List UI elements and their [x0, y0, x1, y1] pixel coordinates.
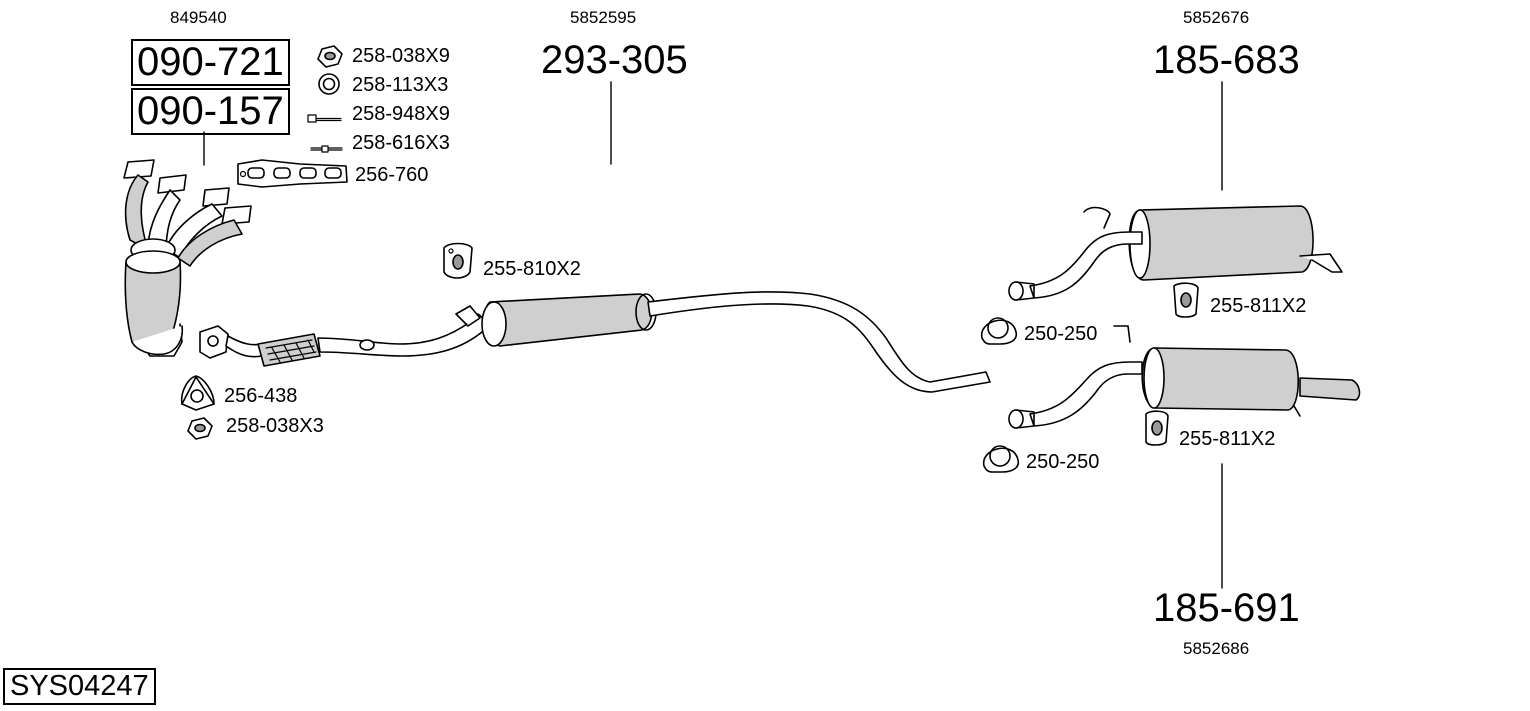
- bolt-icon: [307, 114, 342, 123]
- front-part-number-1[interactable]: 090-721: [131, 39, 290, 86]
- exhaust-manifold: [123, 159, 252, 267]
- rear-upper-hanger-label[interactable]: 255-811X2: [1210, 295, 1307, 317]
- fastener-label-gasket[interactable]: 256-760: [355, 164, 429, 186]
- rear-upper-oem-ref: 5852676: [1183, 8, 1250, 27]
- rear-upper-clamp-label[interactable]: 250-250: [1024, 323, 1098, 345]
- fastener-label-bolt[interactable]: 258-948X9: [352, 103, 450, 125]
- front-part-number-2[interactable]: 090-157: [131, 88, 290, 135]
- flange-gasket-icon: [180, 375, 215, 411]
- middle-part-number[interactable]: 293-305: [541, 38, 688, 82]
- system-code: SYS04247: [3, 668, 156, 705]
- front-pipe: [199, 313, 491, 367]
- front-oem-ref: 849540: [170, 8, 227, 27]
- front-nut-label[interactable]: 258-038X3: [226, 415, 324, 437]
- hex-nut-icon: [317, 45, 343, 68]
- middle-hanger: [443, 242, 473, 279]
- fastener-label-stud[interactable]: 258-616X3: [352, 132, 450, 154]
- fastener-label-washer[interactable]: 258-113X3: [352, 74, 449, 96]
- rear-lower-clamp: [983, 445, 1020, 473]
- rear-upper-hanger: [1173, 282, 1199, 318]
- rear-upper-clamp: [981, 317, 1018, 345]
- middle-silencer: [455, 293, 657, 347]
- rear-lower-clamp-label[interactable]: 250-250: [1026, 451, 1100, 473]
- rear-lower-silencer: [1008, 325, 1361, 429]
- rear-lower-oem-ref: 5852686: [1183, 639, 1250, 658]
- rear-lower-part-number[interactable]: 185-691: [1153, 586, 1300, 630]
- fastener-label-nut[interactable]: 258-038X9: [352, 45, 450, 67]
- rear-upper-part-number[interactable]: 185-683: [1153, 38, 1300, 82]
- stud-icon: [310, 145, 343, 153]
- flange-gasket-label[interactable]: 256-438: [224, 385, 298, 407]
- rear-lower-hanger-label[interactable]: 255-811X2: [1179, 428, 1276, 450]
- middle-hanger-label[interactable]: 255-810X2: [483, 258, 581, 280]
- washer-ring-icon: [318, 73, 340, 95]
- middle-oem-ref: 5852595: [570, 8, 637, 27]
- rear-upper-silencer: [1008, 205, 1343, 301]
- hex-nut-icon-front: [187, 417, 213, 440]
- catalytic-converter: [124, 250, 184, 357]
- manifold-gasket-icon: [237, 159, 348, 188]
- middle-pipe: [647, 291, 991, 393]
- rear-lower-hanger: [1145, 410, 1169, 446]
